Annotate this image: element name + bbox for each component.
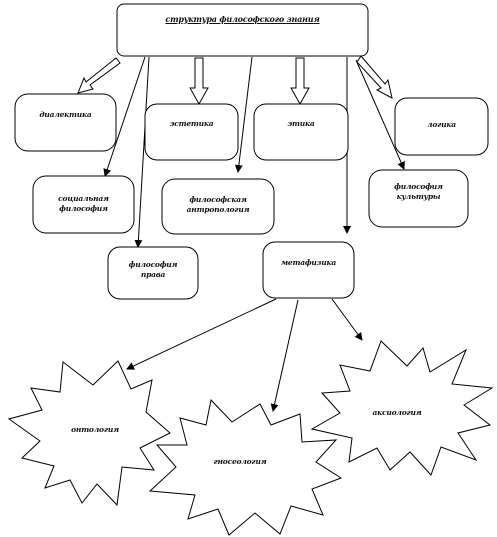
box-philosophy-of-culture (368, 169, 469, 228)
root-box (116, 3, 369, 57)
explosion-ontology (7, 360, 171, 507)
block-arrow-ethics (290, 57, 310, 106)
box-metaphysics (262, 241, 355, 299)
block-arrow-logic (356, 55, 393, 99)
explosion-gnoseology (148, 398, 343, 536)
explosion-axiology (310, 340, 494, 476)
arrow-to-philosophical-anthropology (234, 56, 253, 173)
block-arrow-dialectics (77, 57, 121, 94)
box-aesthetics (144, 103, 239, 161)
box-philosophical-anthropology (161, 178, 275, 235)
box-social-philosophy (32, 175, 135, 234)
arrow-to-social-philosophy (103, 56, 146, 177)
box-philosophy-of-law (107, 246, 199, 300)
arrow-to-philosophy-of-culture (355, 59, 405, 170)
block-arrow-aesthetics (189, 57, 209, 106)
arrow-to-philosophy-of-law (134, 56, 150, 248)
box-dialectics (14, 93, 117, 152)
box-logic (394, 97, 489, 156)
arrow-to-axiology (331, 298, 363, 341)
arrow-to-ontology (126, 298, 277, 370)
arrow-to-gnoseology (270, 299, 299, 412)
box-ethics (253, 103, 349, 161)
